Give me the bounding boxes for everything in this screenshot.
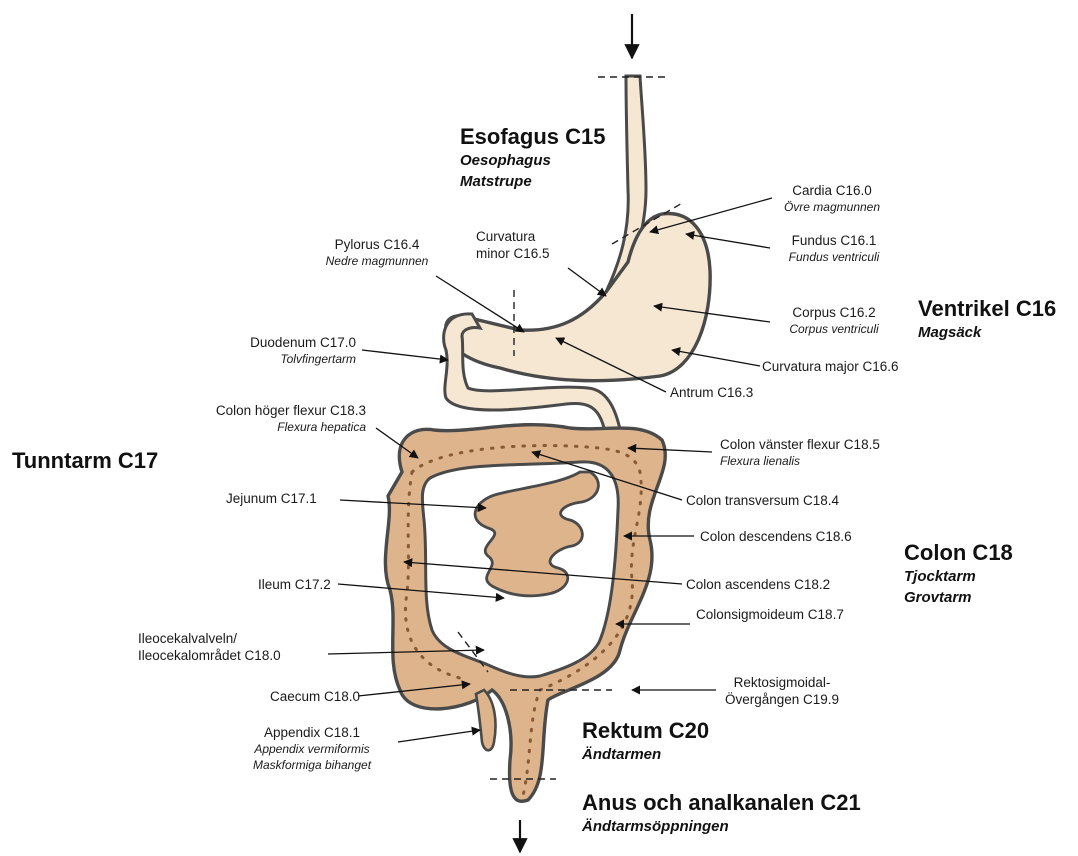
label-corpus: Corpus C16.2 Corpus ventriculi (772, 304, 896, 337)
jejunum-name: Jejunum C17.1 (226, 491, 317, 506)
esofagus-sub2: Matstrupe (460, 171, 606, 192)
curv-major-name: Curvatura major C16.6 (762, 359, 899, 374)
fundus-sub: Fundus ventriculi (772, 249, 896, 265)
rektum-sub1: Ändtarmen (582, 744, 709, 765)
label-colon-transv: Colon transversum C18.4 (686, 492, 839, 509)
label-fundus: Fundus C16.1 Fundus ventriculi (772, 232, 896, 265)
corpus-sub: Corpus ventriculi (772, 321, 896, 337)
pylorus-name: Pylorus C16.4 (335, 237, 420, 252)
label-colon-desc: Colon descendens C18.6 (700, 528, 852, 545)
corpus-name: Corpus C16.2 (792, 305, 875, 320)
appendix-name: Appendix C18.1 (264, 725, 360, 740)
ventrikel-title: Ventrikel C16 (918, 296, 1056, 321)
section-colon: Colon C18 Tjocktarm Grovtarm (904, 540, 1013, 608)
colon-sub1: Tjocktarm (904, 566, 1013, 587)
section-anus: Anus och analkanalen C21 Ändtarmsöppning… (582, 790, 861, 837)
pylorus-sub: Nedre magmunnen (312, 253, 442, 269)
colon-sub2: Grovtarm (904, 587, 1013, 608)
rektum-title: Rektum C20 (582, 718, 709, 743)
label-colon-vanster: Colon vänster flexur C18.5 Flexura liena… (720, 436, 880, 469)
curv-minor-line2: minor C16.5 (476, 246, 550, 261)
label-jejunum: Jejunum C17.1 (226, 490, 317, 507)
colon-asc-name: Colon ascendens C18.2 (686, 577, 830, 592)
tunntarm-title: Tunntarm C17 (12, 448, 158, 473)
label-ileum: Ileum C17.2 (258, 576, 331, 593)
colon-hoger-sub: Flexura hepatica (180, 419, 366, 435)
label-antrum: Antrum C16.3 (670, 384, 753, 401)
duodenum-name: Duodenum C17.0 (250, 335, 356, 350)
ileocekal-line2: Ileocekalområdet C18.0 (138, 648, 281, 663)
appendix-sub2: Maskformiga bihanget (230, 757, 394, 773)
caecum-name: Caecum C18.0 (270, 689, 360, 704)
label-colon-asc: Colon ascendens C18.2 (686, 576, 830, 593)
cardia-sub: Övre magmunnen (772, 199, 892, 215)
rektosigm-line1: Rektosigmoidal- (734, 675, 831, 690)
curv-minor-line1: Curvatura (476, 229, 535, 244)
colonsigm-name: Colonsigmoideum C18.7 (696, 607, 844, 622)
section-ventrikel: Ventrikel C16 Magsäck (918, 296, 1056, 343)
esofagus-sub1: Oesophagus (460, 150, 606, 171)
label-colonsigm: Colonsigmoideum C18.7 (696, 606, 844, 623)
label-curv-minor: Curvatura minor C16.5 (476, 228, 550, 262)
colon-vanster-sub: Flexura lienalis (720, 453, 880, 469)
label-curv-major: Curvatura major C16.6 (762, 358, 899, 375)
section-esofagus: Esofagus C15 Oesophagus Matstrupe (460, 124, 606, 192)
label-ileocekal: Ileocekalvalveln/ Ileocekalområdet C18.0 (138, 630, 281, 664)
colon-desc-name: Colon descendens C18.6 (700, 529, 852, 544)
label-colon-hoger: Colon höger flexur C18.3 Flexura hepatic… (180, 402, 366, 435)
label-rektosigm: Rektosigmoidal- Övergången C19.9 (712, 674, 852, 708)
ileocekal-line1: Ileocekalvalveln/ (138, 631, 237, 646)
label-pylorus: Pylorus C16.4 Nedre magmunnen (312, 236, 442, 269)
rektosigm-line2: Övergången C19.9 (725, 692, 839, 707)
colon-vanster-name: Colon vänster flexur C18.5 (720, 437, 880, 452)
colon-hoger-name: Colon höger flexur C18.3 (216, 403, 366, 418)
label-caecum: Caecum C18.0 (270, 688, 360, 705)
antrum-name: Antrum C16.3 (670, 385, 753, 400)
cardia-name: Cardia C16.0 (792, 183, 872, 198)
anus-sub1: Ändtarmsöppningen (582, 816, 861, 837)
fundus-name: Fundus C16.1 (792, 233, 877, 248)
section-rektum: Rektum C20 Ändtarmen (582, 718, 709, 765)
label-cardia: Cardia C16.0 Övre magmunnen (772, 182, 892, 215)
appendix-sub1: Appendix vermiformis (230, 741, 394, 757)
appendix-shape (476, 690, 496, 750)
anus-title: Anus och analkanalen C21 (582, 790, 861, 815)
esofagus-title: Esofagus C15 (460, 124, 606, 149)
colon-title: Colon C18 (904, 540, 1013, 565)
colon-transv-name: Colon transversum C18.4 (686, 493, 839, 508)
label-duodenum: Duodenum C17.0 Tolvfingertarm (216, 334, 356, 367)
section-tunntarm: Tunntarm C17 (12, 448, 158, 474)
ventrikel-sub1: Magsäck (918, 322, 1056, 343)
duodenum-sub: Tolvfingertarm (216, 351, 356, 367)
ileum-name: Ileum C17.2 (258, 577, 331, 592)
label-appendix: Appendix C18.1 Appendix vermiformis Mask… (230, 724, 394, 773)
